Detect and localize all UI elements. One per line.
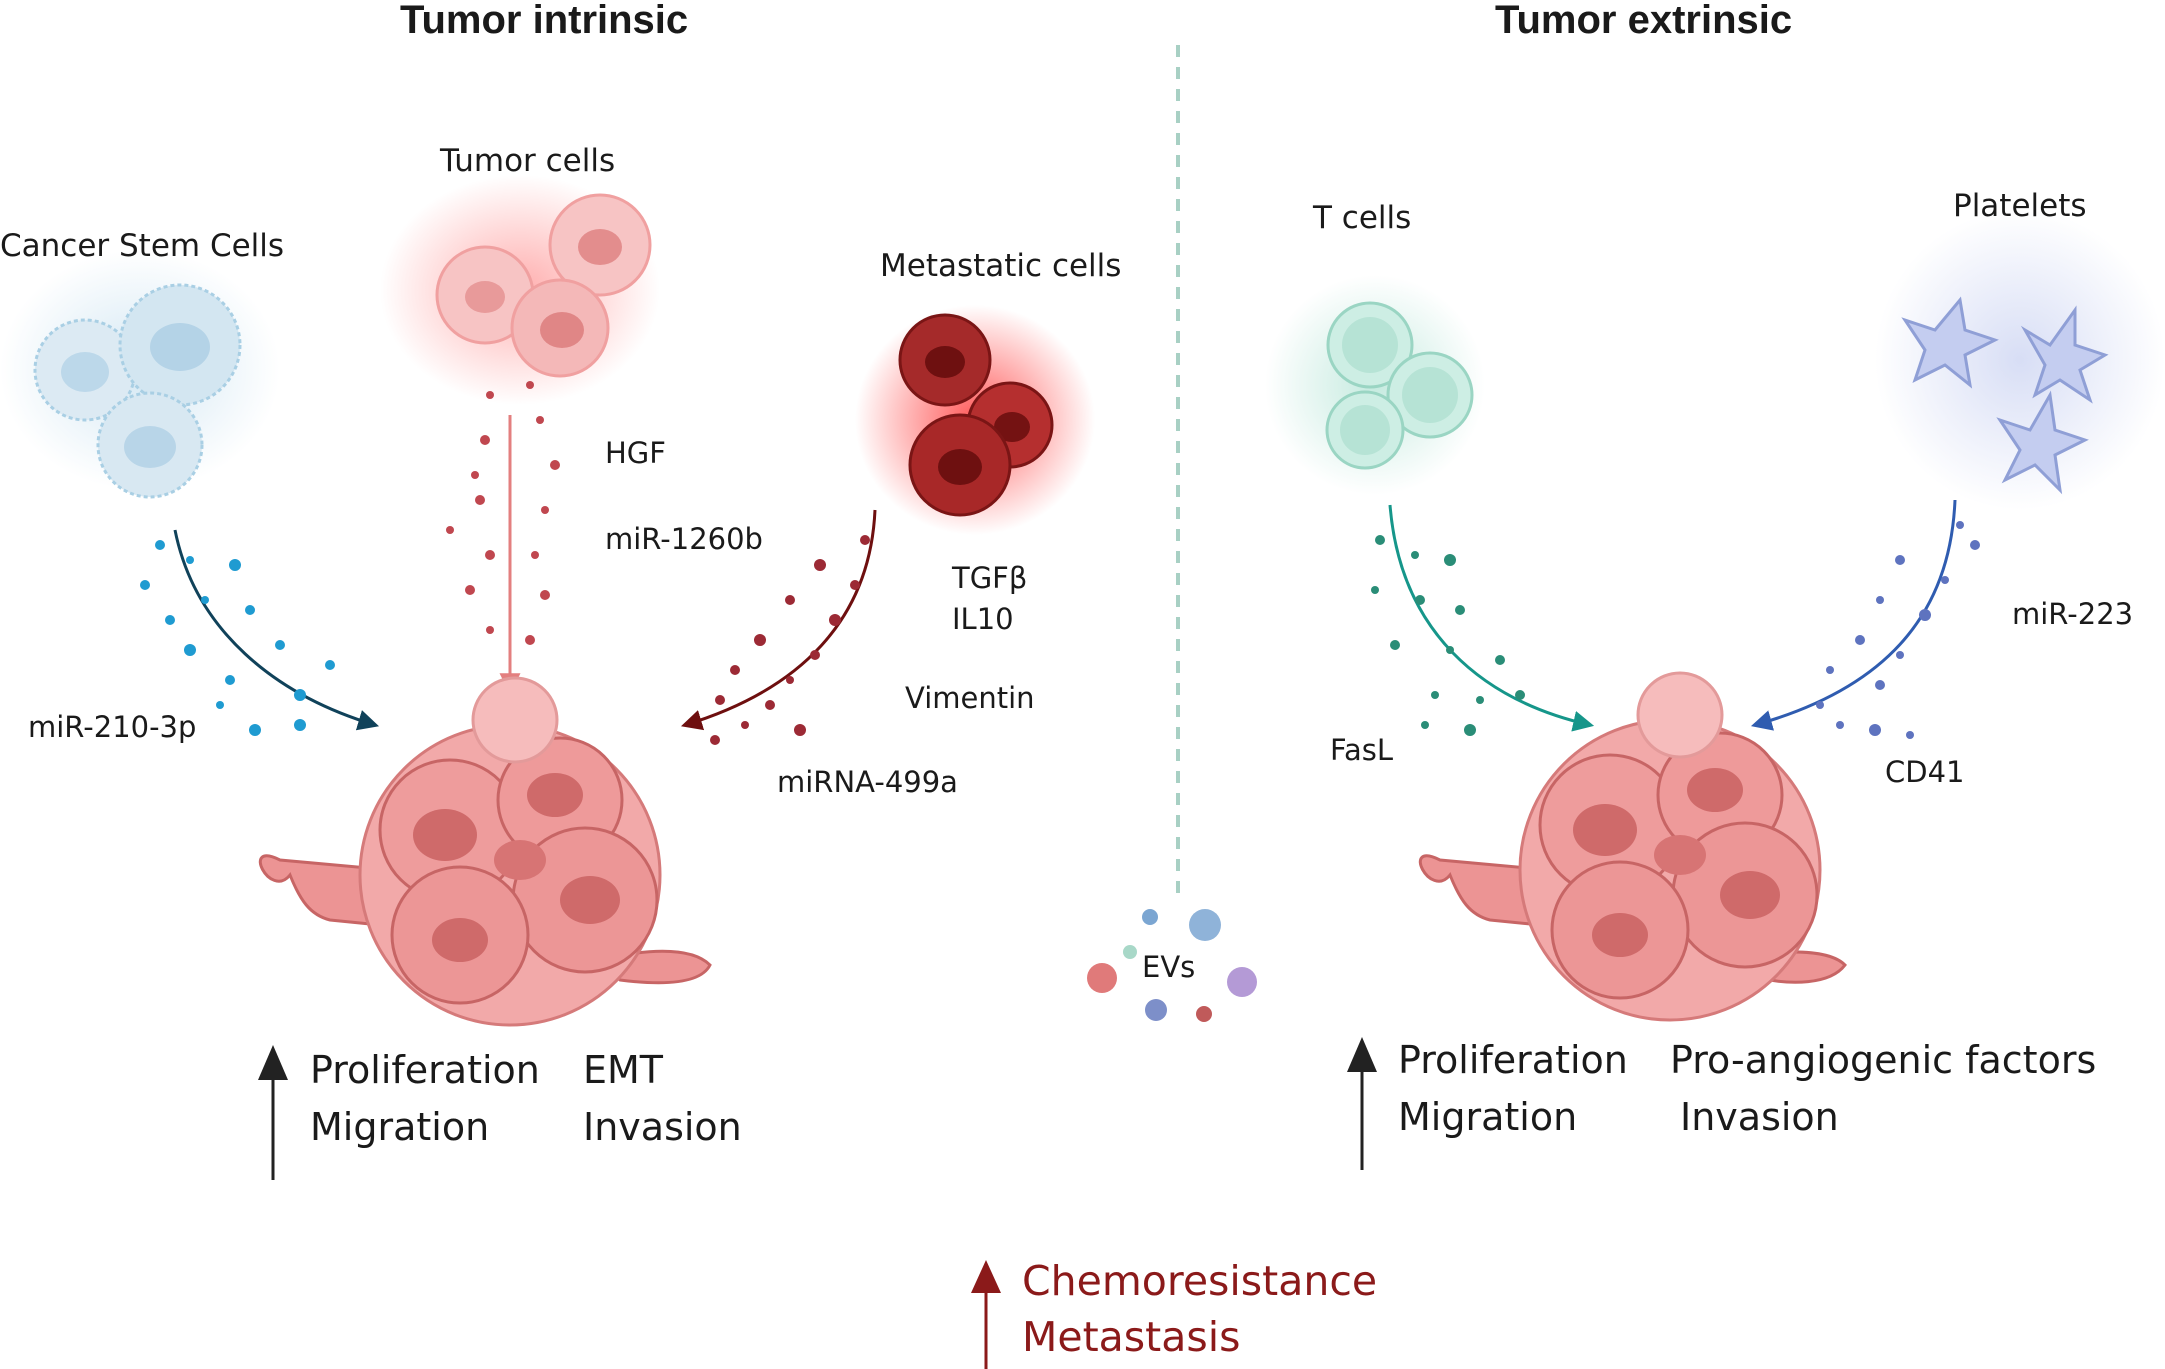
metastatic-to-tumor-arrow: [680, 509, 877, 731]
outcome-metastasis: Metastasis: [1022, 1313, 1241, 1361]
outcome-chemoresistance: Chemoresistance: [1022, 1257, 1378, 1305]
factor-mir-1260b: miR-1260b: [605, 522, 763, 556]
label-t-cells: T cells: [1313, 200, 1412, 236]
factor-cd41: CD41: [1885, 755, 1965, 789]
effect-right-invasion: Invasion: [1680, 1095, 1839, 1139]
effect-right-proliferation: Proliferation: [1398, 1038, 1628, 1082]
factor-mir-210-3p: miR-210-3p: [28, 710, 197, 744]
t-cells-icon: [1265, 275, 1485, 495]
effect-right-proangiogenic: Pro-angiogenic factors: [1670, 1038, 2097, 1082]
label-platelets: Platelets: [1953, 188, 2087, 224]
factor-il10: IL10: [952, 602, 1014, 636]
effect-left-invasion: Invasion: [583, 1105, 742, 1149]
metastatic-cells-icon: [855, 305, 1095, 535]
metastatic-particles: [710, 535, 870, 745]
platelets-to-tumor-arrow: [1750, 499, 1957, 731]
tumorcells-particles: [446, 381, 560, 645]
evs-icon: [1087, 909, 1257, 1022]
effect-left-proliferation: Proliferation: [310, 1048, 540, 1092]
label-tumor-cells: Tumor cells: [440, 143, 616, 179]
tcells-particles: [1371, 535, 1525, 736]
factor-mirna-499a: miRNA-499a: [777, 765, 958, 799]
stem-particles: [140, 540, 335, 736]
label-metastatic-cells: Metastatic cells: [880, 248, 1122, 284]
effect-left-migration: Migration: [310, 1105, 490, 1149]
tumor-mass-left: [258, 676, 712, 1027]
heading-tumor-intrinsic: Tumor intrinsic: [400, 0, 689, 42]
factor-mir-223: miR-223: [2012, 597, 2134, 631]
cancer-stem-cells-icon: [0, 250, 280, 499]
platelets-particles: [1816, 521, 1980, 739]
stem-to-tumor-arrow: [173, 529, 380, 731]
label-cancer-stem-cells: Cancer Stem Cells: [0, 228, 285, 264]
label-evs: EVs: [1142, 950, 1196, 984]
effect-right-migration: Migration: [1398, 1095, 1578, 1139]
factor-fasl: FasL: [1330, 733, 1394, 767]
tumor-cells-icon: [380, 175, 660, 405]
tumor-mass-right: [1418, 671, 1847, 1022]
tcells-to-tumor-arrow: [1388, 504, 1595, 732]
effect-left-emt: EMT: [583, 1048, 664, 1092]
up-arrow-left: [258, 1045, 288, 1180]
factor-tgfb: TGFβ: [952, 561, 1028, 595]
factor-vimentin: Vimentin: [905, 681, 1035, 715]
heading-tumor-extrinsic: Tumor extrinsic: [1495, 0, 1793, 42]
platelets-icon: [1875, 210, 2165, 510]
up-arrow-right: [1347, 1037, 1377, 1170]
factor-hgf: HGF: [605, 436, 666, 470]
up-arrow-outcome: [971, 1260, 1001, 1369]
